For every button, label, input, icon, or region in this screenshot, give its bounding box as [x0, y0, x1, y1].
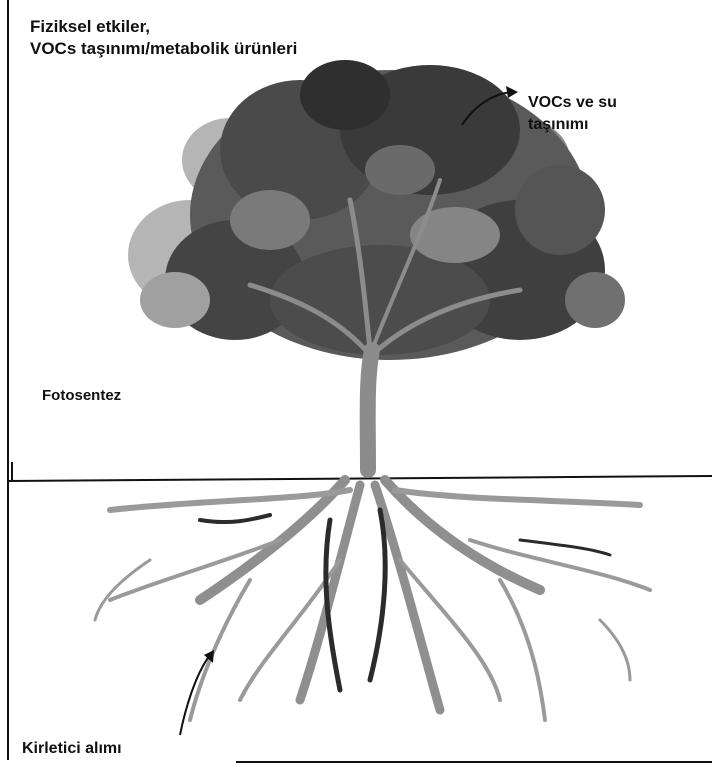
voc-water-line1: VOCs ve su [528, 92, 617, 114]
physical-effects-line2: VOCs taşınımı/metabolik ürünleri [30, 38, 297, 60]
photosynthesis-label: Fotosentez [42, 385, 121, 407]
physical-effects-line1: Fiziksel etkiler, [30, 16, 297, 38]
contaminant-uptake-label: Kirletici alımı [22, 738, 122, 760]
root-system [95, 480, 650, 720]
physical-effects-label: Fiziksel etkiler, VOCs taşınımı/metaboli… [30, 16, 297, 60]
soil-surface-line [8, 476, 712, 481]
voc-water-line2: taşınımı [528, 114, 617, 136]
voc-water-transport-label: VOCs ve su taşınımı [528, 92, 617, 136]
